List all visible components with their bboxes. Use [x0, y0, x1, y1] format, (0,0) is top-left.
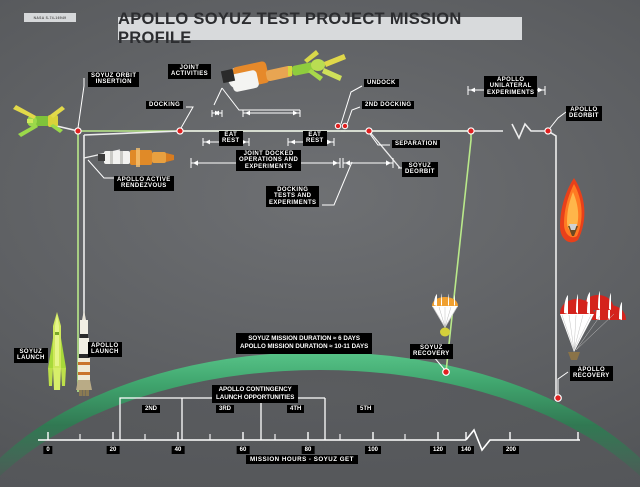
axis-tick-0: 0 — [43, 446, 53, 454]
label-joint-activities: JOINT ACTIVITIES — [168, 64, 212, 79]
label-soyuz-launch: SOYUZ LAUNCH — [14, 348, 48, 363]
soyuz-spacecraft-green-art — [13, 105, 65, 137]
label-apollo-unilateral-experiments: APOLLO UNILATERAL EXPERIMENTS — [484, 76, 538, 98]
event-marker-separation — [365, 127, 373, 135]
axis-tick-100: 100 — [364, 446, 382, 454]
event-marker-second-docking — [341, 122, 349, 130]
event-marker-apollo-deorbit — [544, 127, 552, 135]
axis-tick-60: 60 — [236, 446, 250, 454]
contingency-opportunity-3rd: 3RD — [216, 405, 235, 413]
soyuz-descent-module-parachute-art — [432, 293, 458, 337]
label-docking: DOCKING — [146, 101, 184, 110]
axis-caption: MISSION HOURS - SOYUZ GET — [246, 455, 358, 464]
label-joint-docked-operations: JOINT DOCKED OPERATIONS AND EXPERIMENTS — [236, 150, 302, 172]
axis-tick-40: 40 — [171, 446, 185, 454]
label-apollo-recovery: APOLLO RECOVERY — [570, 366, 613, 381]
soyuz-launch-vehicle-art — [48, 312, 66, 390]
label-apollo-launch: APOLLO LAUNCH — [88, 342, 122, 357]
event-marker-soyuz-deorbit-point — [467, 127, 475, 135]
event-marker-apollo-recovery — [554, 394, 562, 402]
label-soyuz-orbit-insertion: SOYUZ ORBIT INSERTION — [88, 72, 140, 87]
axis-tick-200: 200 — [502, 446, 520, 454]
label-soyuz-deorbit: SOYUZ DEORBIT — [402, 162, 438, 177]
page-title: APOLLO SOYUZ TEST PROJECT MISSION PROFIL… — [118, 10, 522, 47]
label-second-docking: 2ND DOCKING — [362, 101, 415, 110]
mission-duration-note: SOYUZ MISSION DURATION ≈ 6 DAYS APOLLO M… — [236, 333, 373, 354]
contingency-opportunity-4th: 4TH — [287, 405, 305, 413]
axis-tick-120: 120 — [429, 446, 447, 454]
apollo-soyuz-docked-configuration-art — [220, 50, 346, 92]
apollo-command-module-reentry-plasma-art — [560, 178, 585, 243]
label-eat-rest-1: EAT REST — [219, 131, 243, 146]
event-marker-docking — [176, 127, 184, 135]
axis-tick-20: 20 — [106, 446, 120, 454]
axis-tick-140: 140 — [457, 446, 475, 454]
axis-tick-80: 80 — [301, 446, 315, 454]
event-marker-undock — [334, 122, 342, 130]
nasa-photo-id-stamp: NASA S-74-16949 — [24, 13, 76, 22]
label-eat-rest-2: EAT REST — [303, 131, 327, 146]
contingency-opportunity-5th: 5TH — [357, 405, 375, 413]
label-apollo-deorbit: APOLLO DEORBIT — [566, 106, 602, 121]
label-docking-tests-experiments: DOCKING TESTS AND EXPERIMENTS — [266, 186, 320, 208]
apollo-csm-docking-module-art — [98, 148, 174, 167]
contingency-opportunity-2nd: 2ND — [142, 405, 161, 413]
saturn-ib-launch-vehicle-art — [76, 310, 92, 396]
label-soyuz-recovery: SOYUZ RECOVERY — [410, 344, 453, 359]
label-undock: UNDOCK — [364, 79, 399, 88]
label-apollo-active-rendezvous: APOLLO ACTIVE RENDEZVOUS — [114, 176, 174, 191]
label-separation: SEPARATION — [392, 140, 441, 149]
event-marker-soyuz-recovery — [442, 368, 450, 376]
contingency-launch-title: APOLLO CONTINGENCY LAUNCH OPPORTUNITIES — [212, 385, 299, 404]
apollo-command-module-three-parachutes-art — [560, 291, 626, 360]
